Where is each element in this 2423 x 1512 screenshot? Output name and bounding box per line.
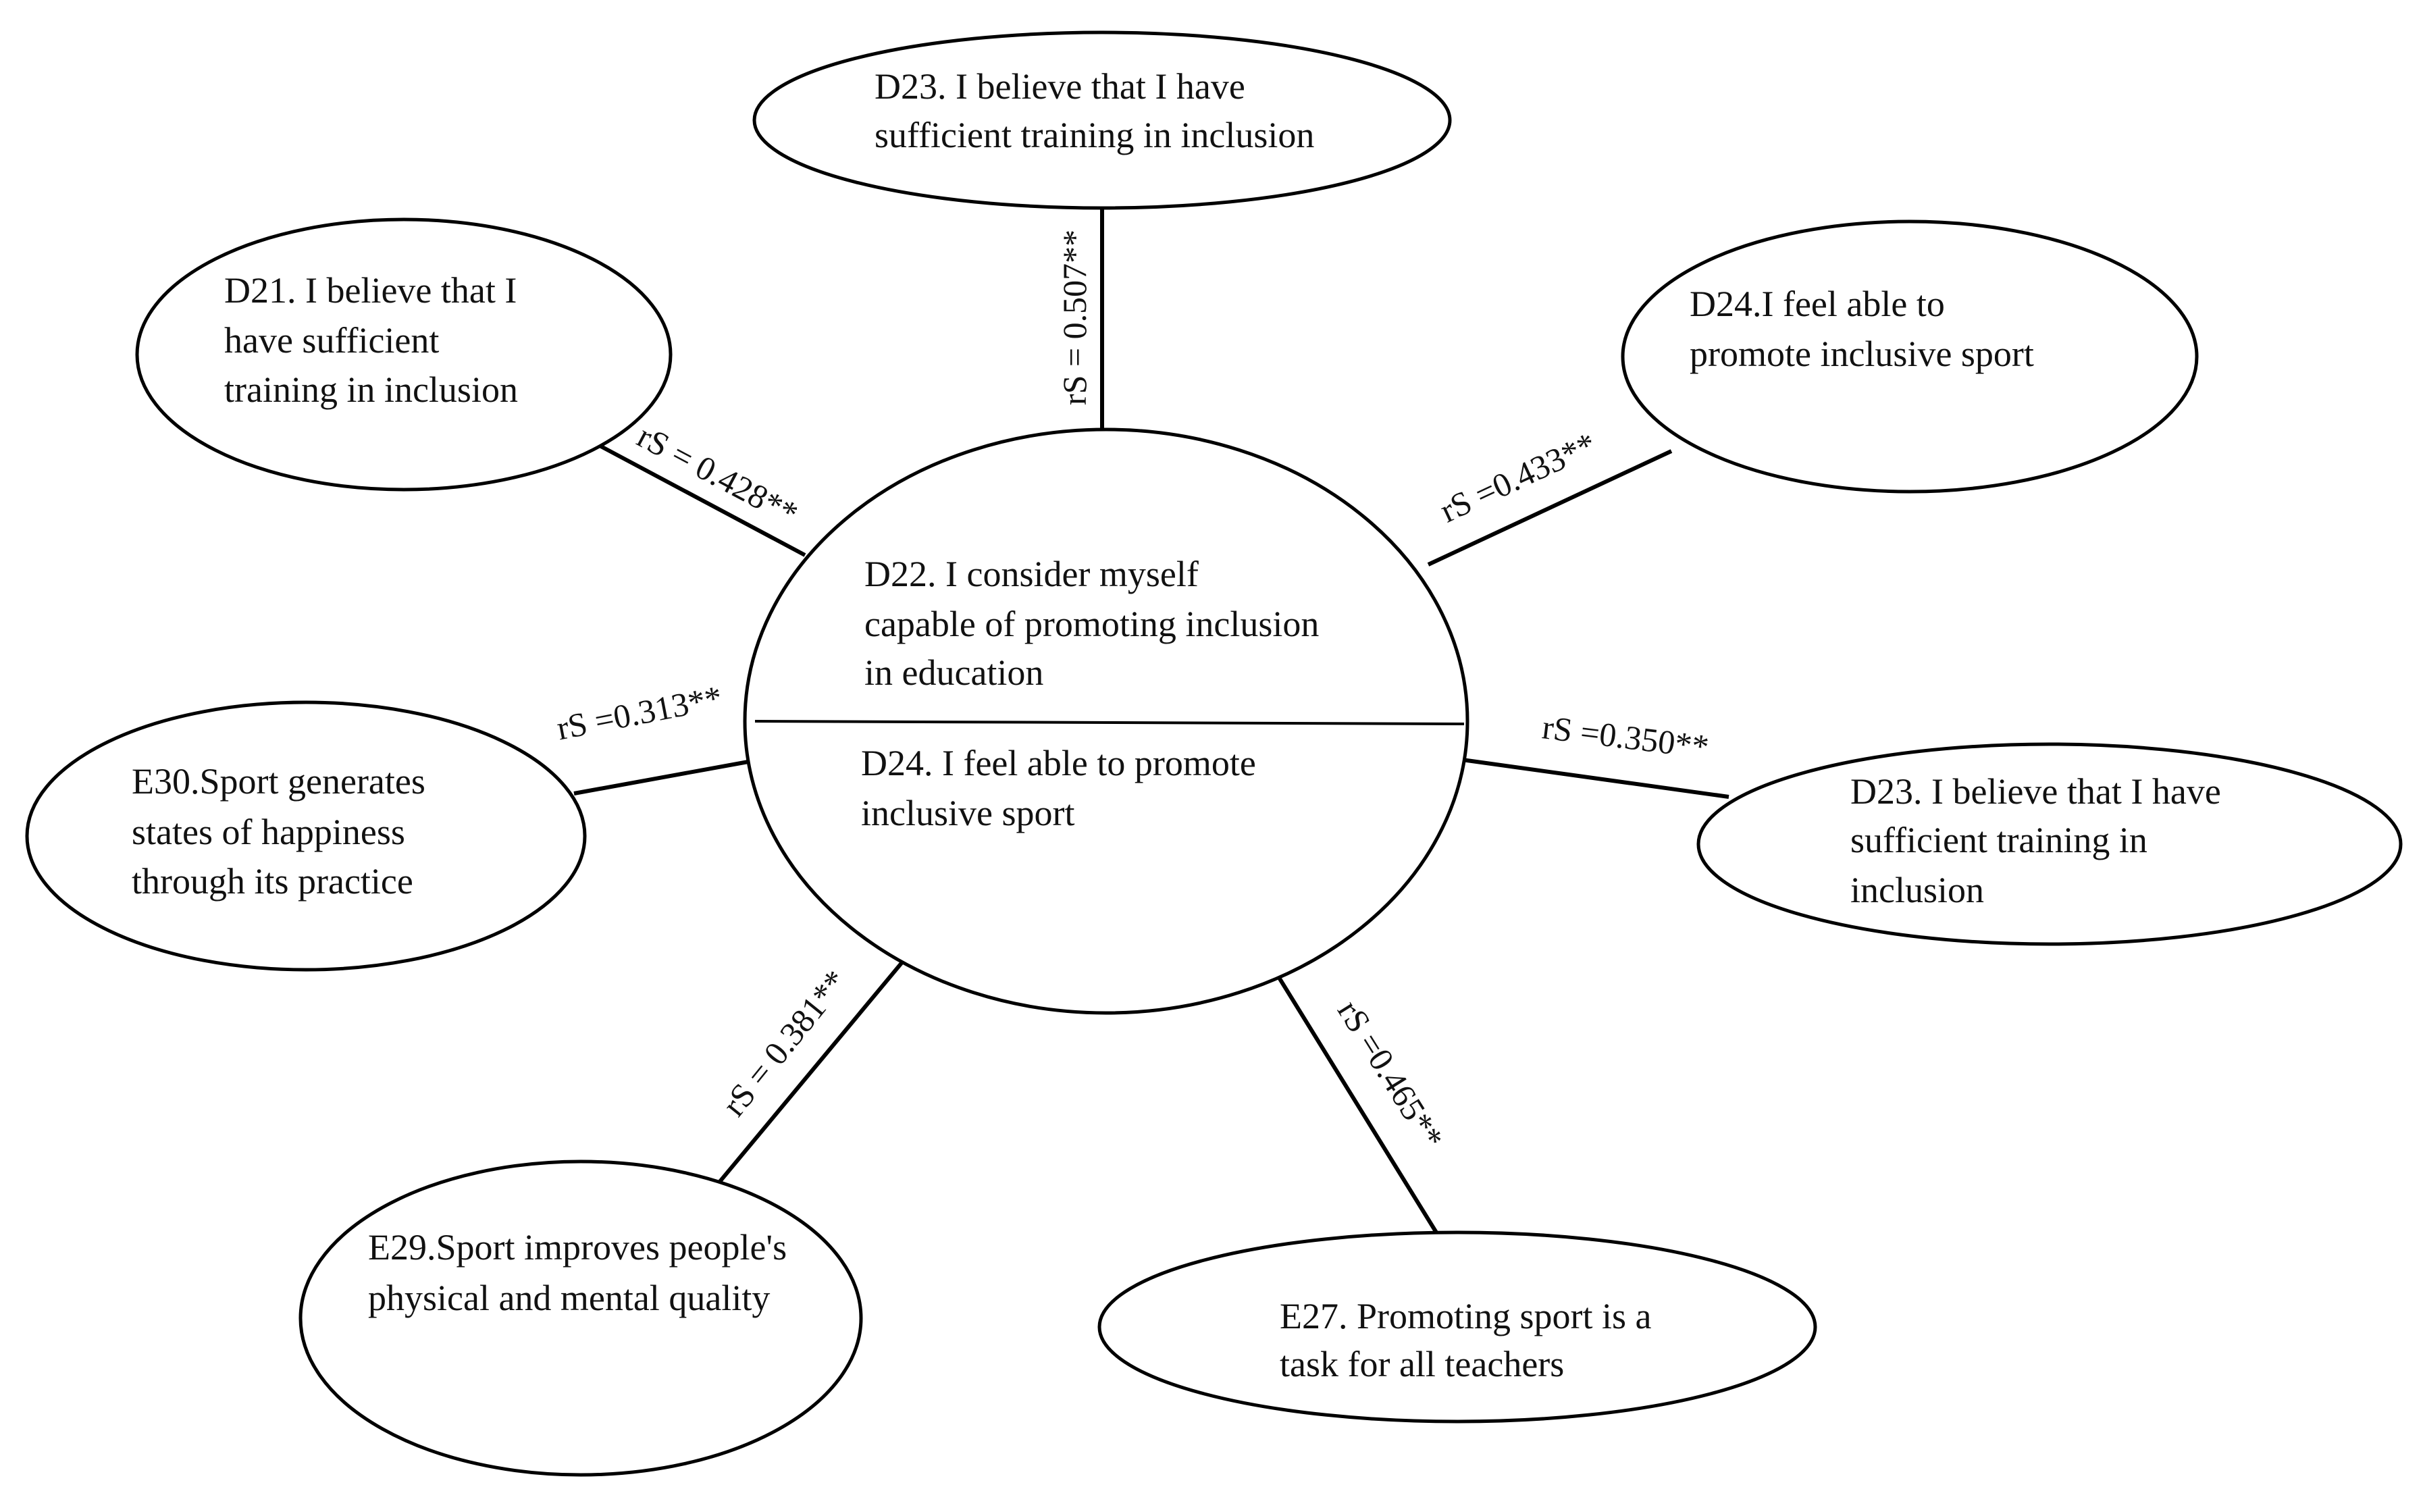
edge-d24 xyxy=(1427,449,1673,567)
node-d21: D21. I believe that I have sufficient tr… xyxy=(135,217,673,492)
edge-d21 xyxy=(598,444,806,557)
node-ellipse xyxy=(752,30,1452,210)
edge-label-e27: rS =0.465** xyxy=(1330,993,1451,1155)
node-line: E27. Promoting sport is a xyxy=(1280,1296,1652,1336)
node-e30: E30.Sport generates states of happiness … xyxy=(25,700,587,972)
node-line: sufficient training in inclusion xyxy=(875,115,1314,155)
node-line: D23. I believe that I have xyxy=(875,66,1245,107)
node-text: E27. Promoting sport is a task for all t… xyxy=(1280,1296,1661,1384)
node-line: E30.Sport generates xyxy=(132,761,425,802)
node-text: D24.I feel able to promote inclusive spo… xyxy=(1690,284,2034,374)
node-line: physical and mental quality xyxy=(368,1278,770,1318)
node-line: D24.I feel able to xyxy=(1690,284,1945,324)
node-line: states of happiness xyxy=(132,812,405,852)
node-d24: D24.I feel able to promote inclusive spo… xyxy=(1621,219,2199,494)
edge-e30 xyxy=(573,760,749,796)
edge-e27 xyxy=(1268,961,1440,1237)
node-line: have sufficient xyxy=(224,320,439,361)
edge-label-e30: rS =0.313** xyxy=(554,678,725,747)
node-text: D21. I believe that I have sufficient tr… xyxy=(224,270,526,410)
node-line: E29.Sport improves people's xyxy=(368,1227,787,1268)
node-e29: E29.Sport improves people's physical and… xyxy=(298,1159,863,1477)
node-line: training in inclusion xyxy=(224,369,518,410)
node-ellipse xyxy=(135,217,673,492)
center-node: D22. I consider myself capable of promot… xyxy=(743,427,1469,1015)
center-bottom-line: inclusive sport xyxy=(861,793,1074,833)
node-text: D23. I believe that I have sufficient tr… xyxy=(875,66,1314,155)
edges xyxy=(573,208,1729,1237)
node-ellipse xyxy=(1097,1230,1817,1424)
node-text: E29.Sport improves people's physical and… xyxy=(368,1227,796,1318)
node-line: task for all teachers xyxy=(1280,1344,1564,1384)
node-ellipse xyxy=(1696,742,2403,946)
node-line: D23. I believe that I have xyxy=(1850,771,2221,812)
node-line: promote inclusive sport xyxy=(1690,334,2034,374)
node-e27: E27. Promoting sport is a task for all t… xyxy=(1097,1230,1817,1424)
node-line: through its practice xyxy=(132,861,413,902)
edge-e29 xyxy=(717,945,917,1184)
node-line: D21. I believe that I xyxy=(224,270,517,311)
node-ellipse xyxy=(298,1159,863,1477)
center-top-line: in education xyxy=(864,652,1043,693)
center-bottom-line: D24. I feel able to promote xyxy=(861,743,1256,783)
center-bottom-text: D24. I feel able to promote inclusive sp… xyxy=(861,743,1265,833)
edge-label-d23-top: rS = 0.507** xyxy=(1056,230,1093,405)
edge-label-d24: rS =0.433** xyxy=(1434,425,1602,529)
node-line: sufficient training in xyxy=(1850,820,2147,860)
center-divider xyxy=(754,720,1465,725)
node-text: D23. I believe that I have sufficient tr… xyxy=(1850,771,2230,910)
node-d23-top: D23. I believe that I have sufficient tr… xyxy=(752,30,1452,210)
edge-label-d23-right: rS =0.350** xyxy=(1540,708,1711,766)
node-ellipse xyxy=(1621,219,2199,494)
edge-d23-right xyxy=(1461,758,1729,799)
node-line: inclusion xyxy=(1850,870,1984,910)
node-text: E30.Sport generates states of happiness … xyxy=(132,761,434,902)
node-d23-right: D23. I believe that I have sufficient tr… xyxy=(1696,742,2403,946)
center-top-line: D22. I consider myself xyxy=(864,554,1199,594)
center-top-line: capable of promoting inclusion xyxy=(864,604,1319,644)
center-top-text: D22. I consider myself capable of promot… xyxy=(864,554,1328,693)
node-ellipse xyxy=(25,700,587,972)
